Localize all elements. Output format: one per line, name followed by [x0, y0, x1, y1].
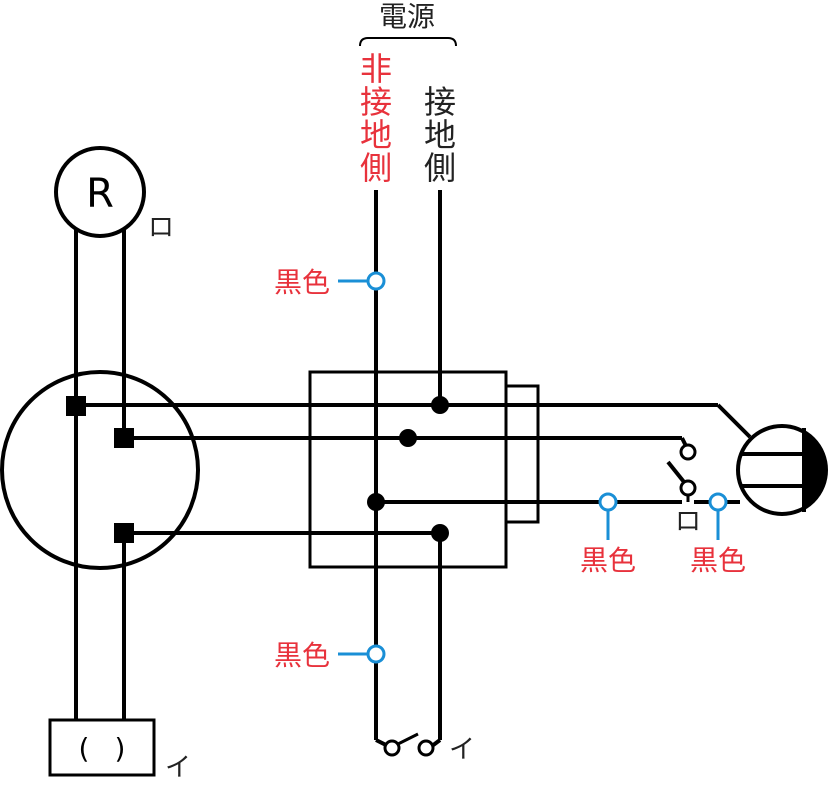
non-ground-char-2: 接	[360, 83, 392, 121]
bottom-switch-contact-right	[417, 739, 435, 757]
junction-box-side-tab	[504, 384, 540, 524]
mark-ro-top: ロ	[148, 213, 174, 243]
junction-dot-3	[367, 493, 385, 511]
bottom-left-box	[48, 718, 156, 777]
marker-black-upper-ring	[366, 271, 386, 291]
label-black-right-2: 黒色	[690, 544, 746, 577]
label-black-right-1: 黒色	[580, 544, 636, 577]
terminal-square-1	[66, 396, 86, 416]
junction-dot-1	[431, 396, 449, 414]
mark-i-box: イ	[165, 753, 191, 783]
mark-i-bottom: イ	[449, 735, 475, 765]
non-ground-char-1: 非	[360, 50, 392, 88]
non-ground-char-3: 地	[360, 116, 392, 154]
bottom-switch-lever	[397, 732, 419, 746]
non-ground-side-label: 非 接 地 側	[360, 50, 392, 187]
label-black-upper: 黒色	[274, 266, 330, 299]
junction-box	[308, 370, 508, 569]
receptacle-r-label: R	[86, 171, 114, 217]
power-source-title: 電源	[379, 0, 435, 33]
wire-to-lamp-top	[716, 403, 752, 439]
junction-dot-2	[399, 429, 417, 447]
lamp-symbol	[736, 424, 828, 516]
marker-black-right-2-ring	[708, 492, 728, 512]
marker-black-lower	[338, 644, 386, 664]
box-paren-right: )	[115, 732, 126, 765]
bottom-switch-contact-left	[383, 739, 401, 757]
marker-black-upper	[338, 271, 386, 291]
switch-contact-top	[679, 443, 697, 461]
ground-char-3: 側	[424, 149, 456, 187]
receptacle-r-circle	[54, 146, 146, 238]
marker-black-right-1	[598, 492, 618, 540]
switch-lever	[666, 460, 686, 484]
marker-black-lower-ring	[366, 644, 386, 664]
outlet-box-circle	[0, 370, 200, 570]
marker-black-right-2	[708, 492, 728, 540]
terminal-square-3	[114, 523, 134, 543]
non-ground-char-4: 側	[360, 149, 392, 187]
ground-side-label: 接 地 側	[424, 83, 456, 187]
switch-contact-bottom	[679, 479, 697, 497]
terminal-square-2	[114, 428, 134, 448]
mark-ro-switch: ロ	[675, 507, 701, 537]
power-source-bracket	[359, 37, 457, 47]
wires	[74, 190, 752, 748]
junction-dot-4	[431, 524, 449, 542]
ground-char-2: 地	[424, 116, 456, 154]
box-paren-left: (	[79, 732, 90, 765]
marker-black-right-1-ring	[598, 492, 618, 512]
ground-char-1: 接	[424, 83, 456, 121]
label-black-lower: 黒色	[274, 639, 330, 672]
lamp-fill	[804, 432, 826, 508]
